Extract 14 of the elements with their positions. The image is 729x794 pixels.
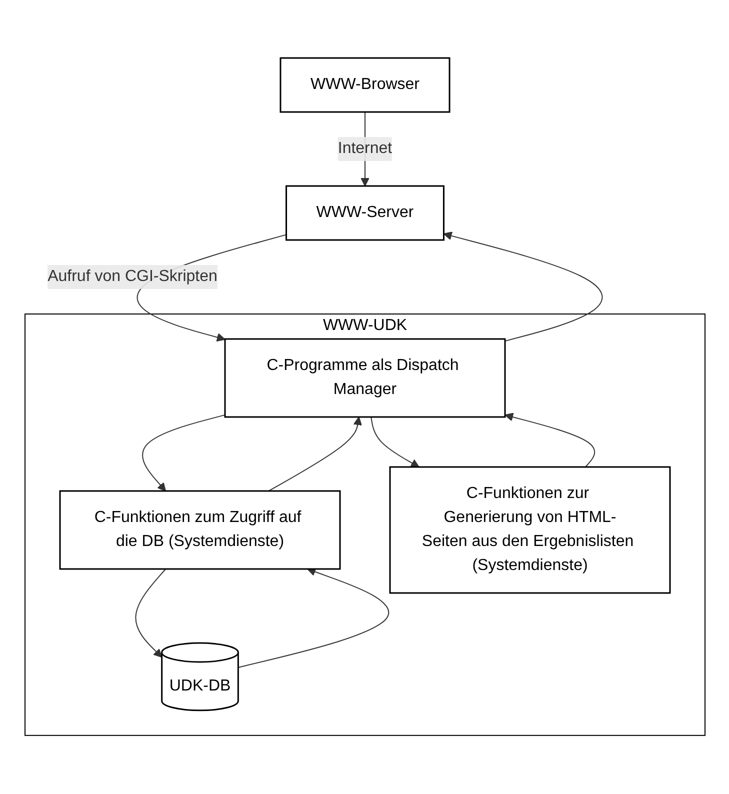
arrow — [504, 413, 595, 468]
edge-label: Internet — [337, 140, 392, 158]
arrow — [370, 416, 419, 468]
arrow — [134, 568, 166, 658]
arrow — [237, 568, 388, 668]
node-box: WWW-Server — [285, 186, 444, 242]
arrow — [142, 414, 225, 492]
arrow — [442, 232, 602, 342]
arrow — [268, 416, 362, 492]
node-box: C-Programme als Dispatch Manager — [224, 338, 506, 418]
edge-label: Aufruf von CGI-Skripten — [47, 268, 217, 286]
node-box: C-Funktionen zum Zugriff auf die DB (Systemdienste) — [58, 490, 340, 570]
node-box: C-Funktionen zur Generierung von HTML-Seiten aus den Ergebnislisten (Systemdienste) — [388, 466, 670, 594]
node-box: WWW-Browser — [279, 58, 450, 114]
